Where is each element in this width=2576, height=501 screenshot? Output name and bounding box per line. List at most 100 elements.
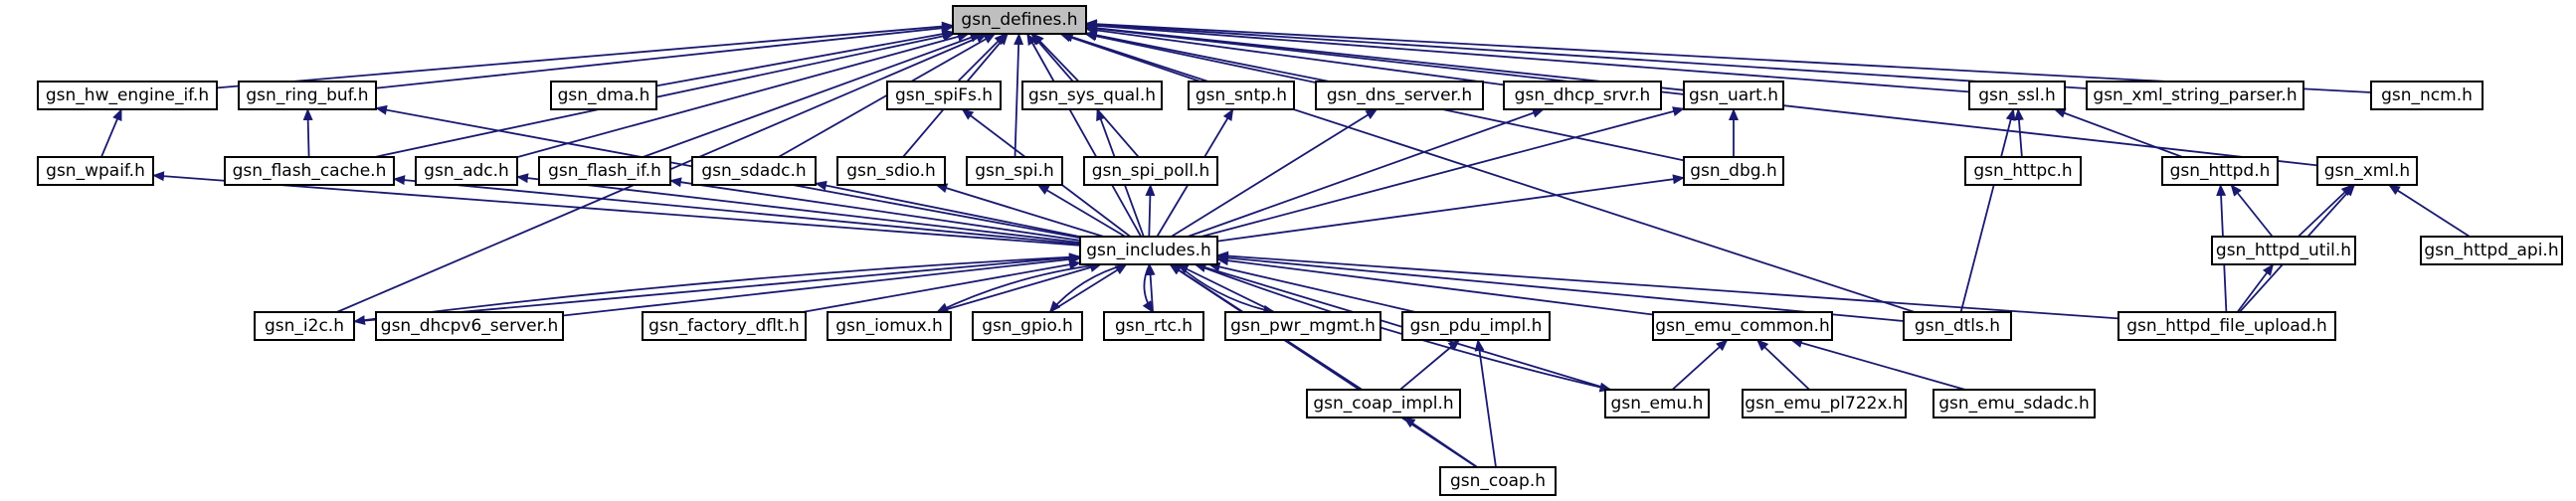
node-gsn-httpd[interactable]: gsn_httpd.h xyxy=(2161,156,2279,186)
svg-text:gsn_xml_string_parser.h: gsn_xml_string_parser.h xyxy=(2093,85,2297,105)
edge-httpd_util-to-httpd xyxy=(2230,184,2274,238)
edge-emu_pl722x-to-emu_common xyxy=(1755,339,1810,391)
edge-includes-to-spi_poll xyxy=(1145,184,1156,238)
node-gsn-pwr-mgmt[interactable]: gsn_pwr_mgmt.h xyxy=(1224,311,1381,341)
node-gsn-rtc[interactable]: gsn_rtc.h xyxy=(1103,311,1204,341)
edge-flash_cache-to-ring_buf xyxy=(302,108,313,158)
edge-httpd-to-ssl xyxy=(2053,108,2183,158)
node-gsn-httpd-api[interactable]: gsn_httpd_api.h xyxy=(2420,236,2563,265)
edge-dtls-to-defines xyxy=(1060,32,1916,313)
edge-wpaif-to-hw_engine_if xyxy=(100,108,122,158)
node-gsn-emu[interactable]: gsn_emu.h xyxy=(1604,389,1710,418)
edge-dhcpv6_server-to-includes xyxy=(562,253,1081,317)
node-gsn-sdadc[interactable]: gsn_sdadc.h xyxy=(691,156,817,186)
node-gsn-uart[interactable]: gsn_uart.h xyxy=(1683,81,1784,110)
svg-text:gsn_dma.h: gsn_dma.h xyxy=(558,85,650,105)
svg-text:gsn_wpaif.h: gsn_wpaif.h xyxy=(46,161,145,181)
node-gsn-httpc[interactable]: gsn_httpc.h xyxy=(1964,156,2082,186)
node-gsn-flash-if[interactable]: gsn_flash_if.h xyxy=(538,156,671,186)
node-gsn-xml[interactable]: gsn_xml.h xyxy=(2316,156,2418,186)
node-gsn-dma[interactable]: gsn_dma.h xyxy=(550,81,657,110)
edge-dma-to-defines xyxy=(655,29,954,87)
node-gsn-i2c[interactable]: gsn_i2c.h xyxy=(254,311,355,341)
edge-includes-to-sdadc xyxy=(815,180,1081,238)
edge-includes-to-rtc xyxy=(1142,263,1154,313)
svg-text:gsn_httpd_file_upload.h: gsn_httpd_file_upload.h xyxy=(2126,316,2327,336)
node-gsn-sdio[interactable]: gsn_sdio.h xyxy=(836,156,946,186)
edge-httpd_file_upload-to-includes xyxy=(1216,250,2119,320)
node-gsn-pdu-impl[interactable]: gsn_pdu_impl.h xyxy=(1401,311,1551,341)
node-gsn-xml-string-parser[interactable]: gsn_xml_string_parser.h xyxy=(2086,81,2304,110)
edge-emu-to-emu_common xyxy=(1671,339,1729,391)
edge-coap-to-coap_impl xyxy=(1402,417,1478,468)
edge-ssl-to-defines xyxy=(1085,20,1970,93)
node-gsn-iomux[interactable]: gsn_iomux.h xyxy=(827,311,952,341)
edge-ring_buf-to-defines xyxy=(375,23,954,89)
edge-includes-to-dhcp_srvr xyxy=(1187,107,1545,238)
edge-emu_common-to-includes xyxy=(1216,255,1654,316)
node-gsn-emu-pl722x[interactable]: gsn_emu_pl722x.h xyxy=(1742,389,1907,418)
edge-includes-to-gpio xyxy=(1048,263,1127,313)
node-gsn-dhcp-srvr[interactable]: gsn_dhcp_srvr.h xyxy=(1503,81,1662,110)
svg-text:gsn_dbg.h: gsn_dbg.h xyxy=(1690,161,1776,181)
edge-rtc-to-includes xyxy=(1145,263,1156,313)
svg-text:gsn_factory_dflt.h: gsn_factory_dflt.h xyxy=(648,316,800,336)
svg-text:gsn_sys_qual.h: gsn_sys_qual.h xyxy=(1028,85,1156,105)
svg-text:gsn_i2c.h: gsn_i2c.h xyxy=(265,316,344,336)
node-gsn-dtls[interactable]: gsn_dtls.h xyxy=(1903,311,2012,341)
node-gsn-httpd-util[interactable]: gsn_httpd_util.h xyxy=(2211,236,2356,265)
node-gsn-adc[interactable]: gsn_adc.h xyxy=(415,156,518,186)
edge-flash_cache-to-defines xyxy=(374,31,956,158)
svg-text:gsn_pdu_impl.h: gsn_pdu_impl.h xyxy=(1410,316,1543,336)
node-gsn-hw-engine-if[interactable]: gsn_hw_engine_if.h xyxy=(37,81,218,110)
edge-dtls-to-ssl xyxy=(1959,108,2016,313)
edge-includes-to-pwr_mgmt xyxy=(1177,263,1276,315)
node-gsn-defines[interactable]: gsn_defines.h xyxy=(952,5,1087,35)
svg-text:gsn_emu.h: gsn_emu.h xyxy=(1611,394,1704,414)
node-gsn-coap-impl[interactable]: gsn_coap_impl.h xyxy=(1306,389,1461,418)
node-layer: gsn_defines.h gsn_hw_engine_if.h gsn_rin… xyxy=(37,5,2563,496)
node-gsn-httpd-file-upload[interactable]: gsn_httpd_file_upload.h xyxy=(2117,311,2336,341)
svg-text:gsn_xml.h: gsn_xml.h xyxy=(2324,161,2410,181)
node-gsn-ring-buf[interactable]: gsn_ring_buf.h xyxy=(238,81,377,110)
node-gsn-sntp[interactable]: gsn_sntp.h xyxy=(1188,81,1295,110)
svg-text:gsn_spiFs.h: gsn_spiFs.h xyxy=(895,85,993,105)
node-gsn-spi-poll[interactable]: gsn_spi_poll.h xyxy=(1083,156,1218,186)
edge-includes-to-flash_if xyxy=(669,177,1081,242)
edge-factory_dflt-to-includes xyxy=(802,259,1081,313)
edge-coap_impl-to-pdu_impl xyxy=(1399,339,1461,391)
svg-text:gsn_adc.h: gsn_adc.h xyxy=(424,161,509,181)
node-gsn-gpio[interactable]: gsn_gpio.h xyxy=(972,311,1083,341)
node-gsn-ncm[interactable]: gsn_ncm.h xyxy=(2370,81,2484,110)
node-gsn-flash-cache[interactable]: gsn_flash_cache.h xyxy=(224,156,395,186)
svg-text:gsn_defines.h: gsn_defines.h xyxy=(961,10,1077,30)
edge-adc-to-defines xyxy=(516,32,970,158)
svg-text:gsn_emu_pl722x.h: gsn_emu_pl722x.h xyxy=(1745,394,1903,414)
svg-text:gsn_rtc.h: gsn_rtc.h xyxy=(1115,316,1193,336)
node-gsn-ssl[interactable]: gsn_ssl.h xyxy=(1968,81,2066,110)
node-gsn-dbg[interactable]: gsn_dbg.h xyxy=(1683,156,1784,186)
edge-iomux-to-includes xyxy=(936,262,1102,313)
node-gsn-spifs[interactable]: gsn_spiFs.h xyxy=(886,81,1002,110)
node-gsn-includes[interactable]: gsn_includes.h xyxy=(1079,236,1218,265)
edge-emu_sdadc-to-emu_common xyxy=(1790,338,1966,391)
svg-text:gsn_ssl.h: gsn_ssl.h xyxy=(1978,85,2056,105)
svg-text:gsn_dns_server.h: gsn_dns_server.h xyxy=(1327,85,1472,105)
edge-coap-to-pdu_impl xyxy=(1474,339,1497,468)
svg-text:gsn_spi_poll.h: gsn_spi_poll.h xyxy=(1092,161,1210,181)
node-gsn-spi[interactable]: gsn_spi.h xyxy=(966,156,1063,186)
node-gsn-emu-sdadc[interactable]: gsn_emu_sdadc.h xyxy=(1932,389,2096,418)
svg-text:gsn_pwr_mgmt.h: gsn_pwr_mgmt.h xyxy=(1230,316,1376,336)
node-gsn-dns-server[interactable]: gsn_dns_server.h xyxy=(1315,81,1484,110)
node-gsn-factory-dflt[interactable]: gsn_factory_dflt.h xyxy=(642,311,807,341)
node-gsn-wpaif[interactable]: gsn_wpaif.h xyxy=(37,156,154,186)
svg-text:gsn_coap_impl.h: gsn_coap_impl.h xyxy=(1313,394,1453,414)
svg-text:gsn_httpd_util.h: gsn_httpd_util.h xyxy=(2216,241,2351,260)
svg-text:gsn_httpc.h: gsn_httpc.h xyxy=(1973,161,2072,181)
node-gsn-sys-qual[interactable]: gsn_sys_qual.h xyxy=(1021,81,1163,110)
edge-includes-to-sdio xyxy=(935,183,1104,238)
node-gsn-coap[interactable]: gsn_coap.h xyxy=(1439,466,1557,496)
node-gsn-dhcpv6-server[interactable]: gsn_dhcpv6_server.h xyxy=(375,311,564,341)
node-gsn-emu-common[interactable]: gsn_emu_common.h xyxy=(1652,311,1833,341)
svg-text:gsn_ncm.h: gsn_ncm.h xyxy=(2381,85,2473,105)
